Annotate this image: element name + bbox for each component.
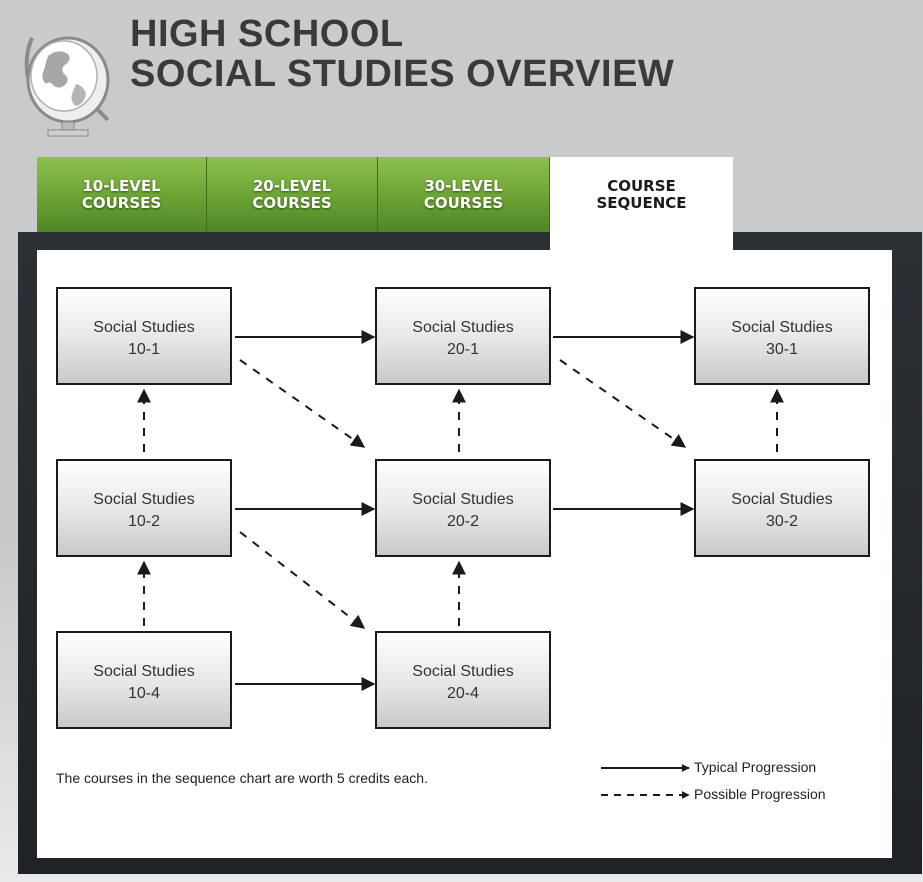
course-level: 10-1	[127, 341, 161, 358]
possible-arrow-10-2-to-20-4	[239, 531, 366, 629]
course-box-20-1: Social Studies 20-1	[375, 287, 551, 385]
legend-typical-label: Typical Progression	[694, 759, 817, 775]
course-name: Social Studies	[412, 491, 514, 508]
tab-label-line-1: COURSE	[607, 176, 676, 195]
course-box-20-4: Social Studies 20-4	[375, 631, 551, 729]
course-level: 30-1	[765, 341, 799, 358]
course-level: 20-1	[446, 341, 480, 358]
tab-label-line-2: COURSES	[81, 193, 162, 212]
tab-label-line-1: 20-LEVEL	[252, 176, 332, 195]
course-box-20-2: Social Studies 20-2	[375, 459, 551, 557]
course-level: 10-2	[127, 513, 161, 530]
tab-label-line-1: 10-LEVEL	[82, 176, 161, 195]
course-name: Social Studies	[412, 663, 514, 680]
possible-arrow-20-1-to-30-2	[559, 359, 687, 448]
course-name: Social Studies	[93, 319, 195, 336]
course-level: 10-4	[127, 685, 161, 702]
title-line-1: HIGH SCHOOL	[130, 13, 404, 55]
course-name: Social Studies	[93, 491, 195, 508]
course-level: 30-2	[765, 513, 799, 530]
title-line-2: SOCIAL STUDIES OVERVIEW	[130, 53, 675, 95]
credits-note: The courses in the sequence chart are wo…	[56, 770, 428, 786]
course-box-30-2: Social Studies 30-2	[694, 459, 870, 557]
possible-arrow-10-1-to-20-2	[239, 359, 366, 448]
page-title: HIGH SCHOOL SOCIAL STUDIES OVERVIEW	[130, 14, 674, 94]
tab-label-line-2: SEQUENCE	[596, 193, 687, 212]
course-box-10-4: Social Studies 10-4	[56, 631, 232, 729]
course-name: Social Studies	[731, 491, 833, 508]
course-name: Social Studies	[412, 319, 514, 336]
course-level: 20-4	[446, 685, 480, 702]
tab-label-line-2: COURSES	[252, 193, 332, 212]
course-level: 20-2	[446, 513, 480, 530]
course-name: Social Studies	[731, 319, 833, 336]
course-box-10-1: Social Studies 10-1	[56, 287, 232, 385]
tab-label-line-2: COURSES	[423, 193, 504, 212]
globe-icon	[24, 36, 110, 137]
tab-label-line-1: 30-LEVEL	[424, 176, 503, 195]
course-name: Social Studies	[93, 663, 195, 680]
legend-possible-label: Possible Progression	[694, 786, 826, 802]
course-box-10-2: Social Studies 10-2	[56, 459, 232, 557]
course-box-30-1: Social Studies 30-1	[694, 287, 870, 385]
